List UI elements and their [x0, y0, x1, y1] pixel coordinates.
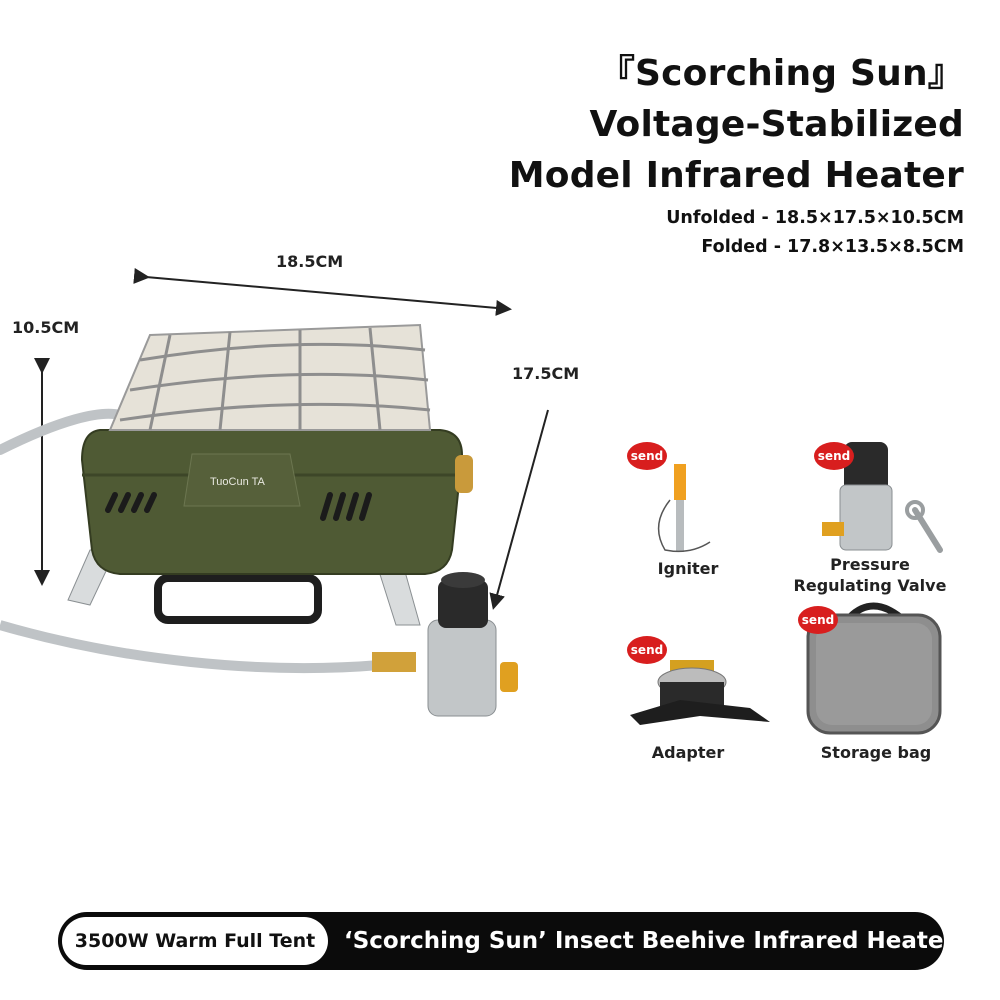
bag-icon [806, 602, 942, 735]
send-badge-adapter: send [627, 636, 667, 664]
send-badge-bag: send [798, 606, 838, 634]
title-line-1: 『Scorching Sun』 [598, 53, 964, 94]
accessory-adapter [620, 630, 780, 790]
adapter-label: Adapter [651, 743, 725, 762]
depth-label: 17.5CM [512, 364, 580, 383]
unfolded-dimensions: Unfolded - 18.5×17.5×10.5CM [666, 208, 964, 228]
brand-text: TuoCun TA [210, 476, 265, 488]
heater-image: TuoCun TA [0, 323, 518, 717]
title-line-3: Model Infrared Heater [508, 155, 964, 196]
storage-bag-label: Storage bag [820, 743, 932, 762]
footer-banner: 3500W Warm Full Tent ‘Scorching Sun’ Ins… [58, 912, 955, 970]
send-badge-valve: send [814, 442, 854, 470]
igniter-icon [657, 464, 711, 553]
title-line-2: Voltage-Stabilized [589, 104, 964, 145]
accessory-storage-bag [800, 595, 960, 755]
depth-arrow [489, 409, 549, 610]
igniter-label: Igniter [657, 559, 719, 578]
dimensions-block: Unfolded - 18.5×17.5×10.5CM Folded - 17.… [666, 204, 964, 262]
valve-label: Pressure Regulating Valve [793, 555, 947, 595]
adapter-icon [630, 660, 770, 725]
footer-product-name: ‘Scorching Sun’ Insect Beehive Infrared … [344, 928, 955, 954]
product-title: 『Scorching Sun』 Voltage-Stabilized Model… [509, 48, 964, 201]
width-label: 18.5CM [276, 252, 344, 271]
width-arrow [133, 267, 512, 316]
accessory-igniter [620, 430, 780, 590]
dimension-arrows [34, 267, 549, 610]
footer-power-label: 3500W Warm Full Tent [62, 917, 328, 965]
valve-icon [822, 442, 943, 553]
height-label: 10.5CM [12, 318, 80, 337]
accessory-valve [800, 430, 960, 590]
folded-dimensions: Folded - 17.8×13.5×8.5CM [701, 237, 964, 257]
send-badge-igniter: send [627, 442, 667, 470]
